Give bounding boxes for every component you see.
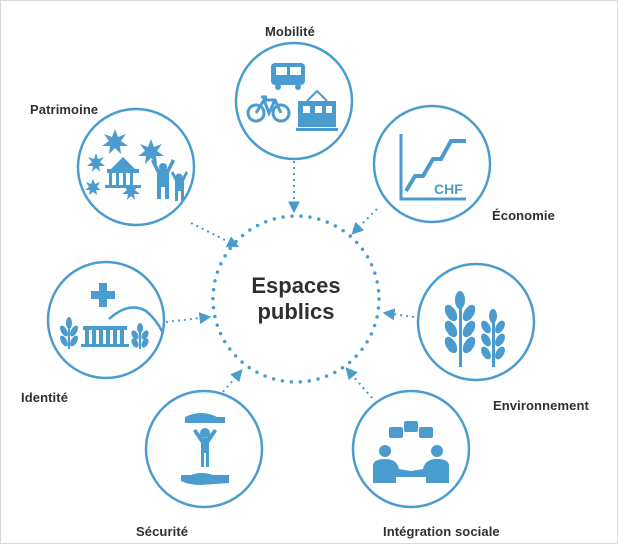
- node-circle-environnement: [416, 262, 536, 382]
- label-economie: Économie: [492, 208, 555, 223]
- label-identite: Identité: [21, 390, 69, 405]
- heritage-celebration-icon: [85, 129, 188, 201]
- label-securite: Sécurité: [136, 524, 189, 539]
- wheat-icon: [444, 291, 505, 367]
- node-circle-integration: [351, 389, 471, 509]
- node-circle-identite: [46, 260, 166, 380]
- people-conversation-icon: [373, 421, 449, 483]
- chf-label: CHF: [434, 181, 463, 197]
- connector-identite: [165, 312, 212, 325]
- center-label-line2: publics: [257, 299, 335, 324]
- label-patrimoine: Patrimoine: [30, 102, 99, 117]
- bus-bicycle-train-icon: [246, 63, 338, 131]
- center-dotted-circle: [211, 214, 381, 384]
- label-mobilite: Mobilité: [265, 24, 315, 39]
- center-label: Espaces publics: [231, 273, 361, 325]
- village-landscape-icon: [60, 283, 165, 349]
- center-label-line1: Espaces: [251, 273, 341, 298]
- label-integration-sociale: Intégration sociale: [383, 524, 500, 539]
- connector-patrimoine: [190, 222, 240, 248]
- connector-environnement: [382, 308, 415, 321]
- protecting-hands-icon: [181, 413, 229, 485]
- label-environnement: Environnement: [493, 398, 589, 413]
- connector-integration: [345, 367, 373, 399]
- connector-economie: [351, 208, 378, 235]
- chf-growth-chart-icon: CHF: [399, 134, 466, 201]
